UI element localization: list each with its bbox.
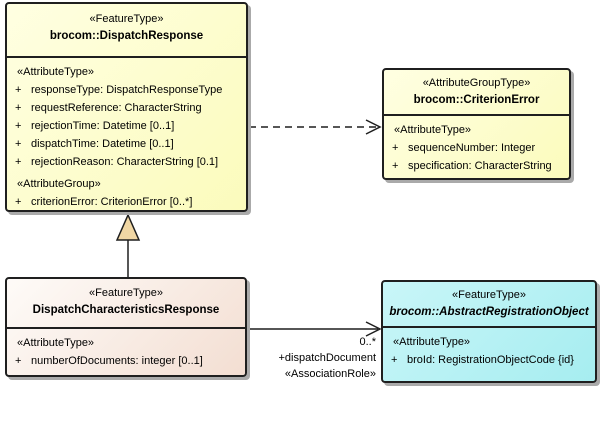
section-label: «AttributeType»: [393, 336, 471, 348]
class-stereotype: «FeatureType»: [452, 289, 526, 301]
visibility-symbol: +: [15, 156, 22, 168]
open-arrowhead: [365, 119, 382, 135]
class-stereotype: «FeatureType»: [89, 13, 164, 25]
association-end-labels: 0..* +dispatchDocument «AssociationRole»: [230, 334, 376, 382]
attribute-text: rejectionReason: CharacterString [0.1]: [31, 156, 219, 168]
class-body: «AttributeType» + numberOfDocuments: int…: [7, 329, 245, 370]
visibility-symbol: +: [392, 160, 399, 172]
attribute-text: criterionError: CriterionError [0..*]: [31, 196, 193, 208]
section-label: «AttributeType»: [17, 66, 95, 78]
visibility-symbol: +: [15, 196, 22, 208]
association-role: +dispatchDocument: [278, 352, 376, 364]
attribute-text: broId: RegistrationObjectCode {id}: [407, 354, 574, 366]
class-body: «AttributeType» + broId: RegistrationObj…: [383, 328, 595, 369]
attribute-text: responseType: DispatchResponseType: [31, 84, 223, 96]
triangle-arrowhead: [115, 213, 141, 241]
class-header: «AttributeGroupType» brocom::CriterionEr…: [384, 70, 569, 116]
association-connector[interactable]: [248, 321, 382, 337]
visibility-symbol: +: [15, 102, 22, 114]
class-abstract-registration-object[interactable]: «FeatureType» brocom::AbstractRegistrati…: [381, 280, 597, 383]
visibility-symbol: +: [15, 355, 22, 367]
generalization-connector[interactable]: [115, 213, 141, 277]
class-criterion-error[interactable]: «AttributeGroupType» brocom::CriterionEr…: [382, 68, 571, 180]
attribute-text: dispatchTime: Datetime [0..1]: [31, 138, 174, 150]
visibility-symbol: +: [392, 142, 399, 154]
attribute-row: + sequenceNumber: Integer: [384, 139, 569, 157]
class-name: brocom::CriterionError: [413, 94, 540, 106]
attribute-text: sequenceNumber: Integer: [408, 142, 536, 154]
visibility-symbol: +: [15, 120, 22, 132]
class-name: DispatchCharacteristicsResponse: [32, 304, 220, 316]
association-multiplicity: 0..*: [359, 336, 376, 348]
attribute-row: + criterionError: CriterionError [0..*]: [7, 193, 246, 211]
visibility-symbol: +: [15, 84, 22, 96]
attribute-row: + specification: CharacterString: [384, 157, 569, 175]
dependency-connector[interactable]: [249, 119, 382, 135]
section-label: «AttributeGroup»: [17, 178, 101, 190]
attribute-row: + requestReference: CharacterString: [7, 99, 246, 117]
attribute-text: requestReference: CharacterString: [31, 102, 202, 114]
class-dispatch-response[interactable]: «FeatureType» brocom::DispatchResponse «…: [5, 2, 248, 212]
open-arrowhead: [365, 321, 382, 337]
class-body: «AttributeType» + sequenceNumber: Intege…: [384, 116, 569, 175]
attribute-row: + rejectionReason: CharacterString [0.1]: [7, 153, 246, 171]
class-name: brocom::AbstractRegistrationObject: [389, 306, 589, 318]
attribute-row: + dispatchTime: Datetime [0..1]: [7, 135, 246, 153]
attribute-row: + broId: RegistrationObjectCode {id}: [383, 351, 595, 369]
section-label: «AttributeType»: [394, 124, 472, 136]
class-header: «FeatureType» brocom::AbstractRegistrati…: [383, 282, 595, 328]
attribute-text: numberOfDocuments: integer [0..1]: [31, 355, 203, 367]
class-stereotype: «AttributeGroupType»: [422, 77, 531, 89]
visibility-symbol: +: [391, 354, 398, 366]
class-stereotype: «FeatureType»: [89, 287, 163, 299]
association-stereotype: «AssociationRole»: [284, 368, 376, 380]
class-header: «FeatureType» DispatchCharacteristicsRes…: [7, 279, 245, 329]
class-dispatch-characteristics-response[interactable]: «FeatureType» DispatchCharacteristicsRes…: [5, 277, 247, 377]
attribute-text: specification: CharacterString: [408, 160, 552, 172]
attribute-row: + rejectionTime: Datetime [0..1]: [7, 117, 246, 135]
class-name: brocom::DispatchResponse: [49, 30, 204, 42]
attribute-text: rejectionTime: Datetime [0..1]: [31, 120, 175, 132]
visibility-symbol: +: [15, 138, 22, 150]
attribute-row: + responseType: DispatchResponseType: [7, 81, 246, 99]
class-body: «AttributeType» + responseType: Dispatch…: [7, 58, 246, 211]
class-header: «FeatureType» brocom::DispatchResponse: [7, 4, 246, 58]
attribute-row: + numberOfDocuments: integer [0..1]: [7, 352, 245, 370]
section-label: «AttributeType»: [17, 337, 95, 349]
